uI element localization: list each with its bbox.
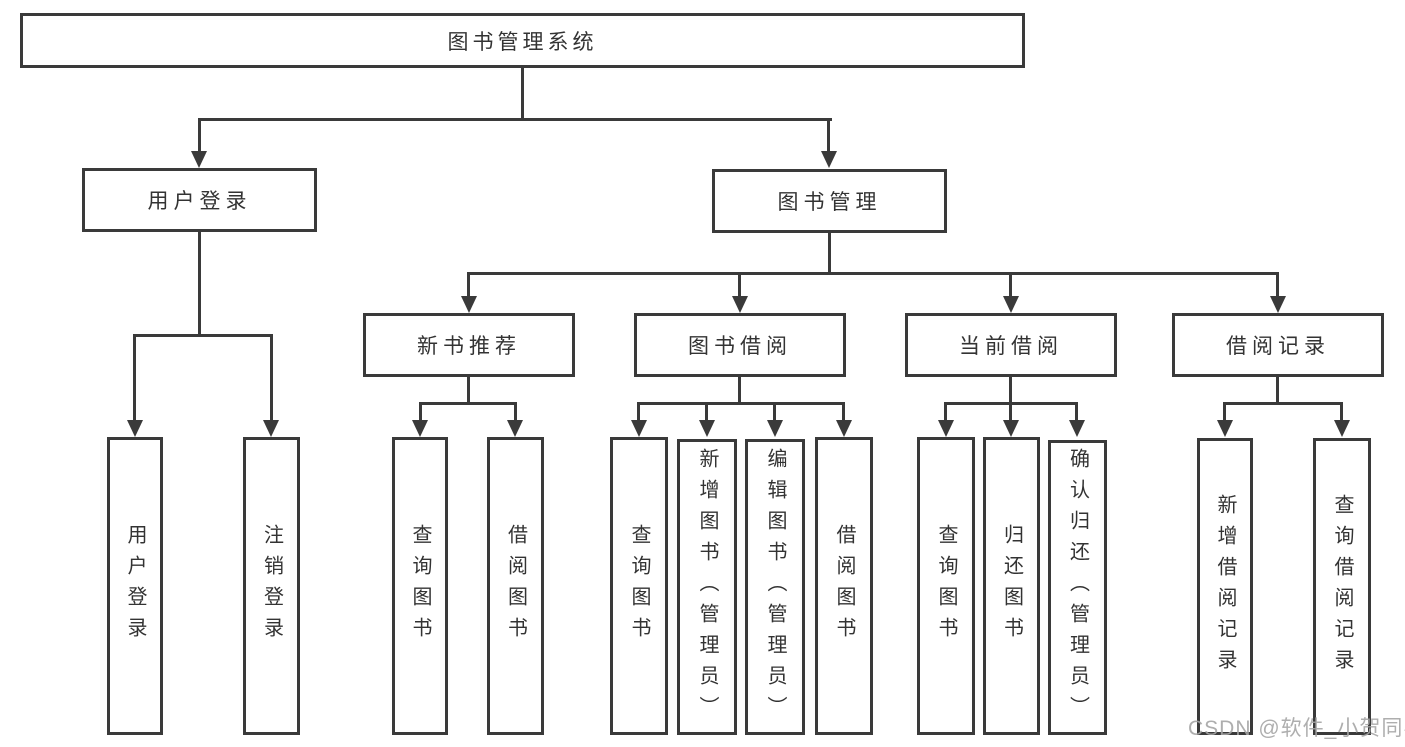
arrow-down-user-login-icon [191, 151, 207, 168]
connector-book-management-down [828, 233, 831, 274]
connector-root-hbar [198, 118, 832, 121]
arrow-down-borrow-records-icon [1270, 296, 1286, 313]
arrow-down-book-borrow-icon [732, 296, 748, 313]
connector-leaf-stem [1009, 402, 1012, 421]
connector-new-book-stem [467, 272, 470, 298]
node-leaf-query-books-recommend: 查询图书 [392, 437, 448, 735]
connector-book-borrow-down [738, 377, 741, 405]
connector-leaf-stem [705, 402, 708, 421]
arrow-down-icon [1003, 420, 1019, 437]
connector-leaf-stem [944, 402, 947, 421]
connector-leaf-stem [1223, 402, 1226, 421]
node-book-management: 图书管理 [712, 169, 947, 233]
connector-borrow-records-stem [1276, 272, 1279, 298]
arrow-down-icon [836, 420, 852, 437]
arrow-down-icon [699, 420, 715, 437]
arrow-down-new-book-icon [461, 296, 477, 313]
arrow-down-icon [507, 420, 523, 437]
connector-book-borrow-hbar [637, 402, 845, 405]
connector-user-login-hbar [133, 334, 273, 337]
node-book-borrowing: 图书借阅 [634, 313, 846, 377]
node-leaf-borrow-books-recommend: 借阅图书 [487, 437, 544, 735]
arrow-down-icon [1069, 420, 1085, 437]
connector-current-borrow-stem [1009, 272, 1012, 298]
connector-leaf-stem [1075, 402, 1078, 421]
arrow-down-icon [767, 420, 783, 437]
arrow-down-leaf-user-login-icon [127, 420, 143, 437]
node-leaf-logout: 注销登录 [243, 437, 300, 735]
connector-borrow-records-hbar [1223, 402, 1343, 405]
arrow-down-leaf-logout-icon [263, 420, 279, 437]
arrow-down-icon [1334, 420, 1350, 437]
node-borrowing-records: 借阅记录 [1172, 313, 1384, 377]
node-leaf-edit-books-admin: 编辑图书（管理员） [745, 439, 805, 735]
node-leaf-query-books-borrowing: 查询图书 [610, 437, 668, 735]
connector-borrow-records-down [1276, 377, 1279, 405]
node-library-management-system: 图书管理系统 [20, 13, 1025, 68]
arrow-down-current-borrow-icon [1003, 296, 1019, 313]
connector-leaf-stem [637, 402, 640, 421]
connector-new-book-hbar [419, 402, 517, 405]
csdn-watermark: CSDN @软件_小贺同学 [1188, 717, 1405, 740]
connector-current-borrow-down [1009, 377, 1012, 405]
node-leaf-user-login: 用户登录 [107, 437, 163, 735]
arrow-down-icon [1217, 420, 1233, 437]
arrow-down-book-management-icon [821, 151, 837, 168]
connector-root-stem [521, 68, 524, 120]
node-leaf-add-books-admin: 新增图书（管理员） [677, 439, 737, 735]
connector-new-book-down [467, 377, 470, 405]
node-leaf-add-borrow-record: 新增借阅记录 [1197, 438, 1253, 735]
connector-book-management-stem [827, 118, 830, 154]
node-leaf-return-books: 归还图书 [983, 437, 1040, 735]
connector-leaf-stem [773, 402, 776, 421]
node-current-borrowing: 当前借阅 [905, 313, 1117, 377]
connector-user-login-down [198, 232, 201, 335]
connector-leaf-stem [514, 402, 517, 421]
node-leaf-confirm-return-admin: 确认归还（管理员） [1048, 440, 1107, 735]
connector-book-borrow-stem [738, 272, 741, 298]
node-leaf-query-books-current: 查询图书 [917, 437, 975, 735]
node-new-book-recommend: 新书推荐 [363, 313, 575, 377]
connector-leaf-stem [419, 402, 422, 421]
connector-book-management-hbar [467, 272, 1279, 275]
connector-user-login-stem [198, 118, 201, 154]
node-user-login: 用户登录 [82, 168, 317, 232]
connector-leaf-stem [842, 402, 845, 421]
node-leaf-query-borrow-record: 查询借阅记录 [1313, 438, 1371, 735]
arrow-down-icon [938, 420, 954, 437]
connector-leaf-stem [1340, 402, 1343, 421]
arrow-down-icon [631, 420, 647, 437]
node-leaf-borrow-books-borrowing: 借阅图书 [815, 437, 873, 735]
connector-leaf-logout-stem [270, 334, 273, 421]
arrow-down-icon [412, 420, 428, 437]
connector-leaf-user-login-stem [133, 334, 136, 421]
